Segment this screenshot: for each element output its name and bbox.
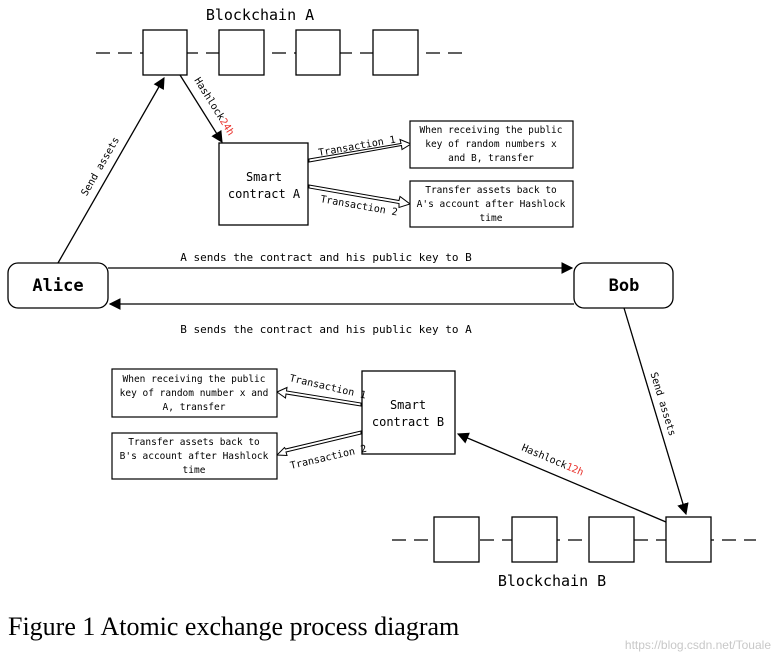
tx1-a-label: Transaction 1 [318,135,397,159]
arrow-hashlock-b [456,432,667,523]
arrow-bob-send-assets [623,307,689,516]
condition-box-b2: Transfer assets back to B's account afte… [111,432,278,480]
arrow-alice-send-assets [57,76,165,264]
smart-contract-a: Smart contract A [218,142,309,226]
block-a-4 [372,29,419,76]
box-a2-line-2: A's account after Hashlock [417,199,566,210]
alice-label: Alice [32,276,83,296]
box-a2-line-3: time [480,213,503,224]
arrow-tx1-b [275,386,362,407]
alice-node: Alice [7,262,109,309]
box-a2-line-1: Transfer assets back to [425,185,557,196]
figure-caption: Figure 1 Atomic exchange process diagram [8,612,460,641]
box-b1-line-2: key of random number x and [120,388,269,399]
condition-box-b1: When receiving the public key of random … [111,368,278,418]
block-b-3 [588,516,635,563]
contract-a-line-2: contract A [228,187,301,201]
arrow-tx2-a [308,184,412,209]
box-b1-line-1: When receiving the public [123,374,266,385]
watermark: https://blog.csdn.net/Touale [624,638,771,652]
box-b1-line-3: A, transfer [163,402,226,413]
box-b2-line-1: Transfer assets back to [128,437,260,448]
contract-b-line-2: contract B [372,415,444,429]
box-b2-line-3: time [183,465,206,476]
condition-box-a2: Transfer assets back to A's account afte… [409,180,574,228]
hashlock-b-label: Hashlock12h [520,443,585,479]
box-a1-line-1: When receiving the public [420,125,563,136]
blockchain-b-label: Blockchain B [498,572,606,590]
tx2-a-label: Transaction 2 [319,194,398,218]
block-b-2 [511,516,558,563]
send-assets-right-label: Send assets [647,371,677,438]
bob-node: Bob [573,262,674,309]
box-a1-line-2: key of random numbers x [425,139,557,150]
arrow-tx1-a [308,138,413,163]
contract-a-line-1: Smart [246,170,282,184]
arrow-hashlock-a [179,74,223,143]
box-b2-line-2: B's account after Hashlock [120,451,269,462]
block-b-1 [433,516,480,563]
block-a-3 [295,29,341,76]
block-b-4 [665,516,712,563]
blockchain-a-label: Blockchain A [206,6,314,24]
blockchain-b: Blockchain B [392,516,756,590]
condition-box-a1: When receiving the public key of random … [409,120,574,169]
block-a-1 [142,29,188,76]
blockchain-a: Blockchain A [96,6,462,76]
b-sends-label: B sends the contract and his public key … [180,323,472,336]
block-a-2 [218,29,265,76]
bob-label: Bob [609,276,640,296]
contract-b-line-1: Smart [390,398,426,412]
smart-contract-b: Smart contract B [361,370,456,455]
box-a1-line-3: and B, transfer [448,153,534,164]
a-sends-label: A sends the contract and his public key … [180,251,472,264]
arrow-tx2-b [275,430,362,457]
